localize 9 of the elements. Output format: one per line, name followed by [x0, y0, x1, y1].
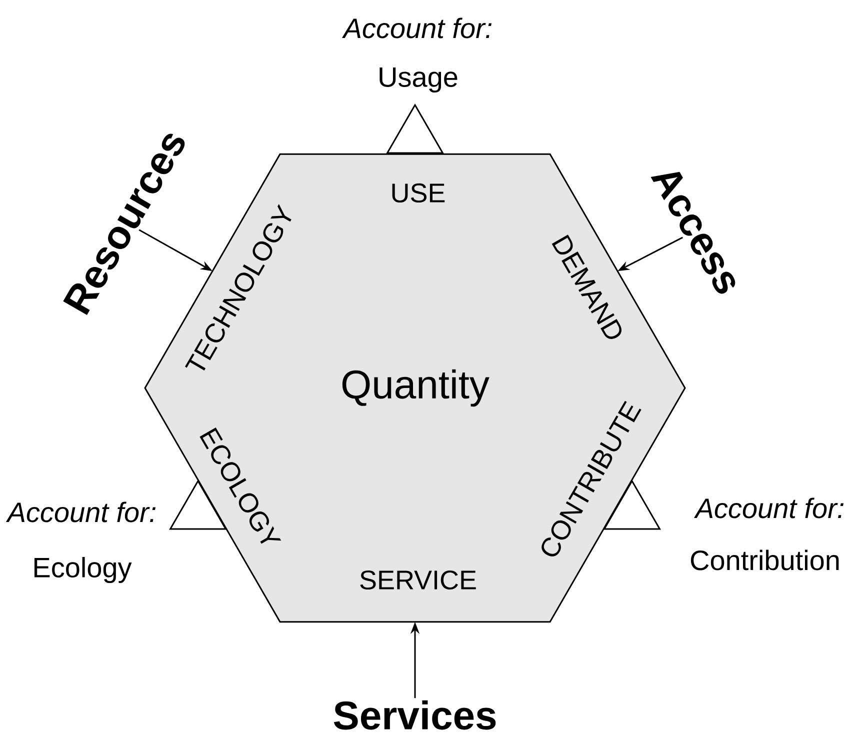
side-label: SERVICE: [360, 570, 476, 590]
annotation-heading: Account for:: [694, 498, 844, 518]
annotation-heading: Account for:: [6, 502, 156, 522]
annotation-text: Ecology: [34, 556, 132, 584]
annotation-text: Usage: [380, 67, 458, 93]
input-label: Services: [334, 700, 496, 730]
side-label: USE: [392, 183, 445, 203]
annotation-heading: Account for:: [342, 18, 492, 38]
annotation-text: Contribution: [690, 550, 839, 570]
